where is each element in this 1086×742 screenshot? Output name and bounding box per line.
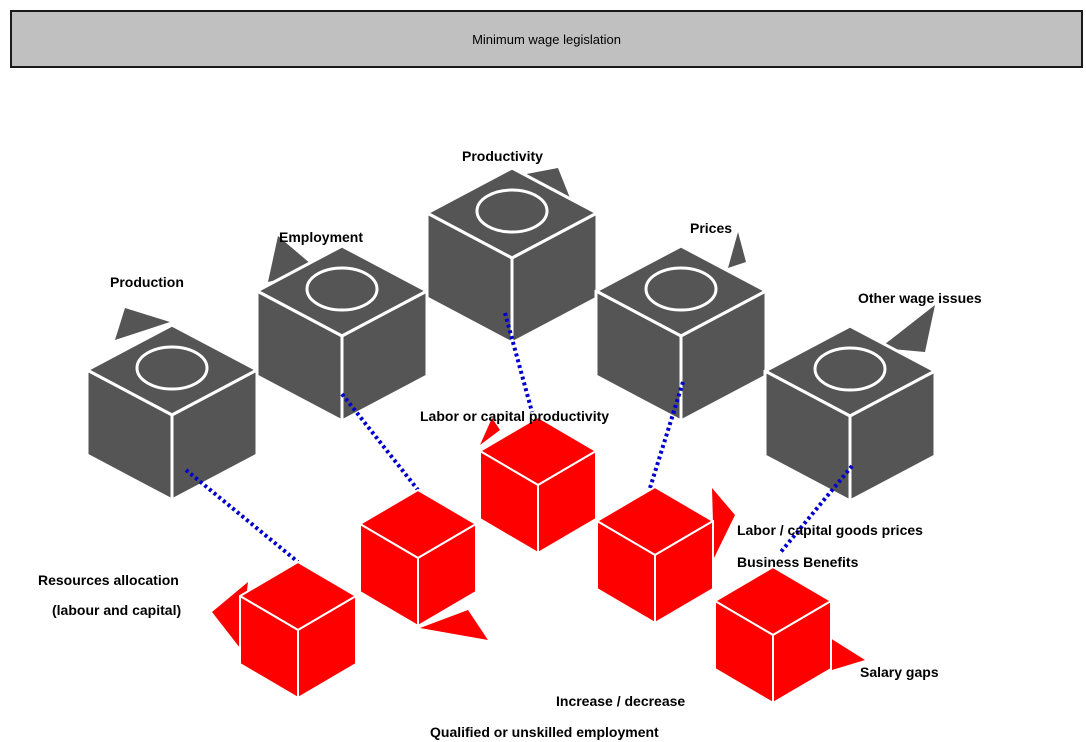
gray-cube-productivity bbox=[425, 166, 599, 345]
label-business-benefits: Business Benefits bbox=[737, 554, 859, 570]
red-cube-prices bbox=[596, 486, 714, 624]
label-labor-productivity: Labor or capital productivity bbox=[420, 408, 609, 424]
label-production: Production bbox=[110, 274, 184, 290]
gray-cube-employment bbox=[255, 236, 429, 423]
label-other-wage-issues: Other wage issues bbox=[858, 290, 982, 306]
label-productivity: Productivity bbox=[462, 148, 543, 164]
label-employment: Employment bbox=[279, 229, 363, 245]
diagram-title: Minimum wage legislation bbox=[472, 31, 621, 47]
label-prices: Prices bbox=[690, 220, 732, 236]
label-resources-allocation: Resources allocation bbox=[38, 572, 179, 588]
red-cube-employment bbox=[359, 489, 477, 627]
gray-cube-other bbox=[763, 305, 937, 503]
gray-cube-prices bbox=[594, 232, 768, 423]
red-cube-productivity bbox=[479, 416, 597, 554]
label-qualified-employment: Qualified or unskilled employment bbox=[430, 724, 659, 740]
label-goods-prices: Labor / capital goods prices bbox=[737, 522, 923, 538]
red-cube-allocation bbox=[239, 561, 357, 699]
gray-cube-production bbox=[85, 308, 259, 502]
title-bar: Minimum wage legislation bbox=[10, 10, 1083, 68]
label-increase-decrease: Increase / decrease bbox=[556, 693, 685, 709]
dotted-links bbox=[184, 312, 854, 564]
red-cube-salary bbox=[714, 566, 832, 704]
label-labour-capital: (labour and capital) bbox=[52, 602, 181, 618]
label-salary-gaps: Salary gaps bbox=[860, 664, 939, 680]
